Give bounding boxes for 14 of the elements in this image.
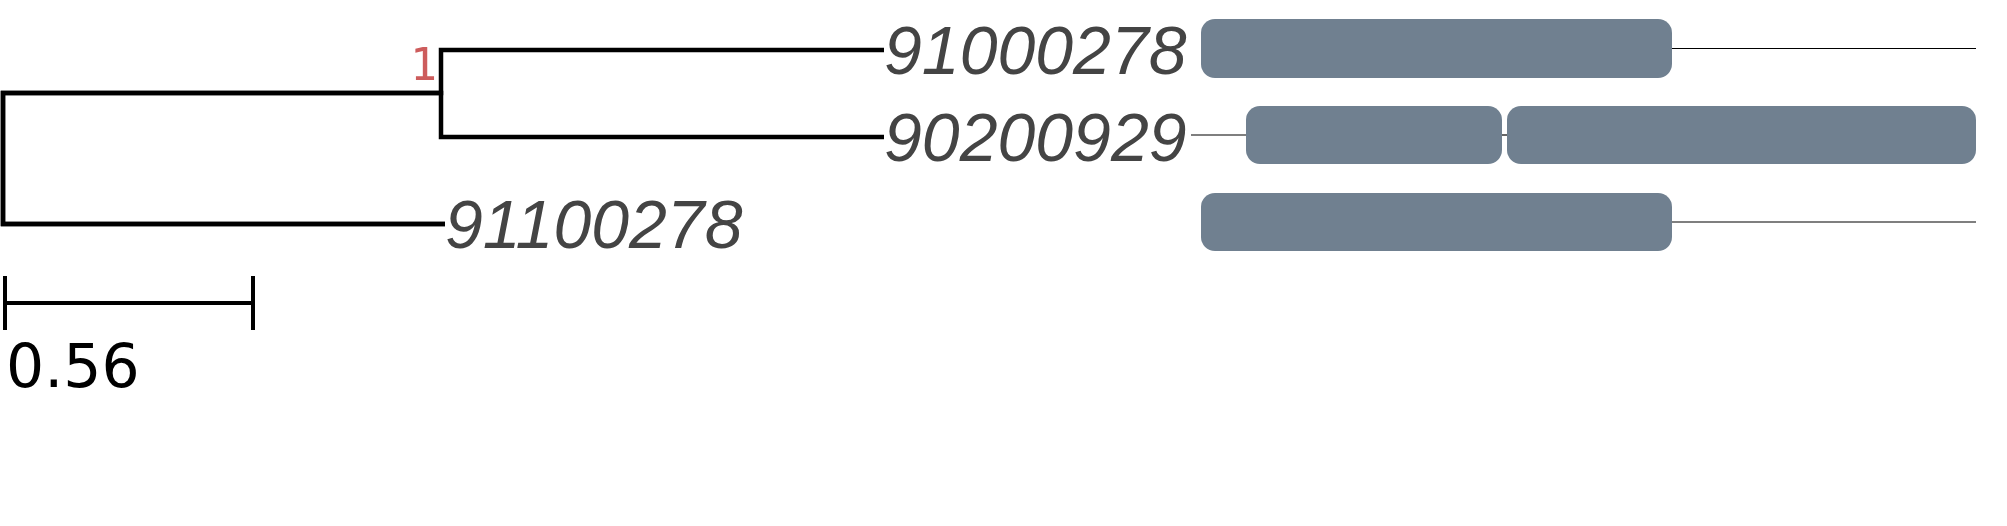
backbone-line <box>1671 221 1977 223</box>
tree-branch <box>0 90 884 227</box>
scale-value: 0.56 <box>6 336 140 396</box>
support-value: 1 <box>410 42 438 87</box>
domain-box <box>1507 106 1976 164</box>
leaf-label: 90200929 <box>884 103 1191 171</box>
leaf-label: 91000278 <box>884 16 1191 84</box>
domain-box <box>1201 193 1672 251</box>
domain-box <box>1201 19 1672 78</box>
backbone-line <box>1671 47 1977 50</box>
backbone-line <box>1190 134 1247 136</box>
backbone-line <box>1501 134 1508 136</box>
domain-box <box>1246 106 1502 164</box>
leaf-label: 91100278 <box>445 190 747 258</box>
